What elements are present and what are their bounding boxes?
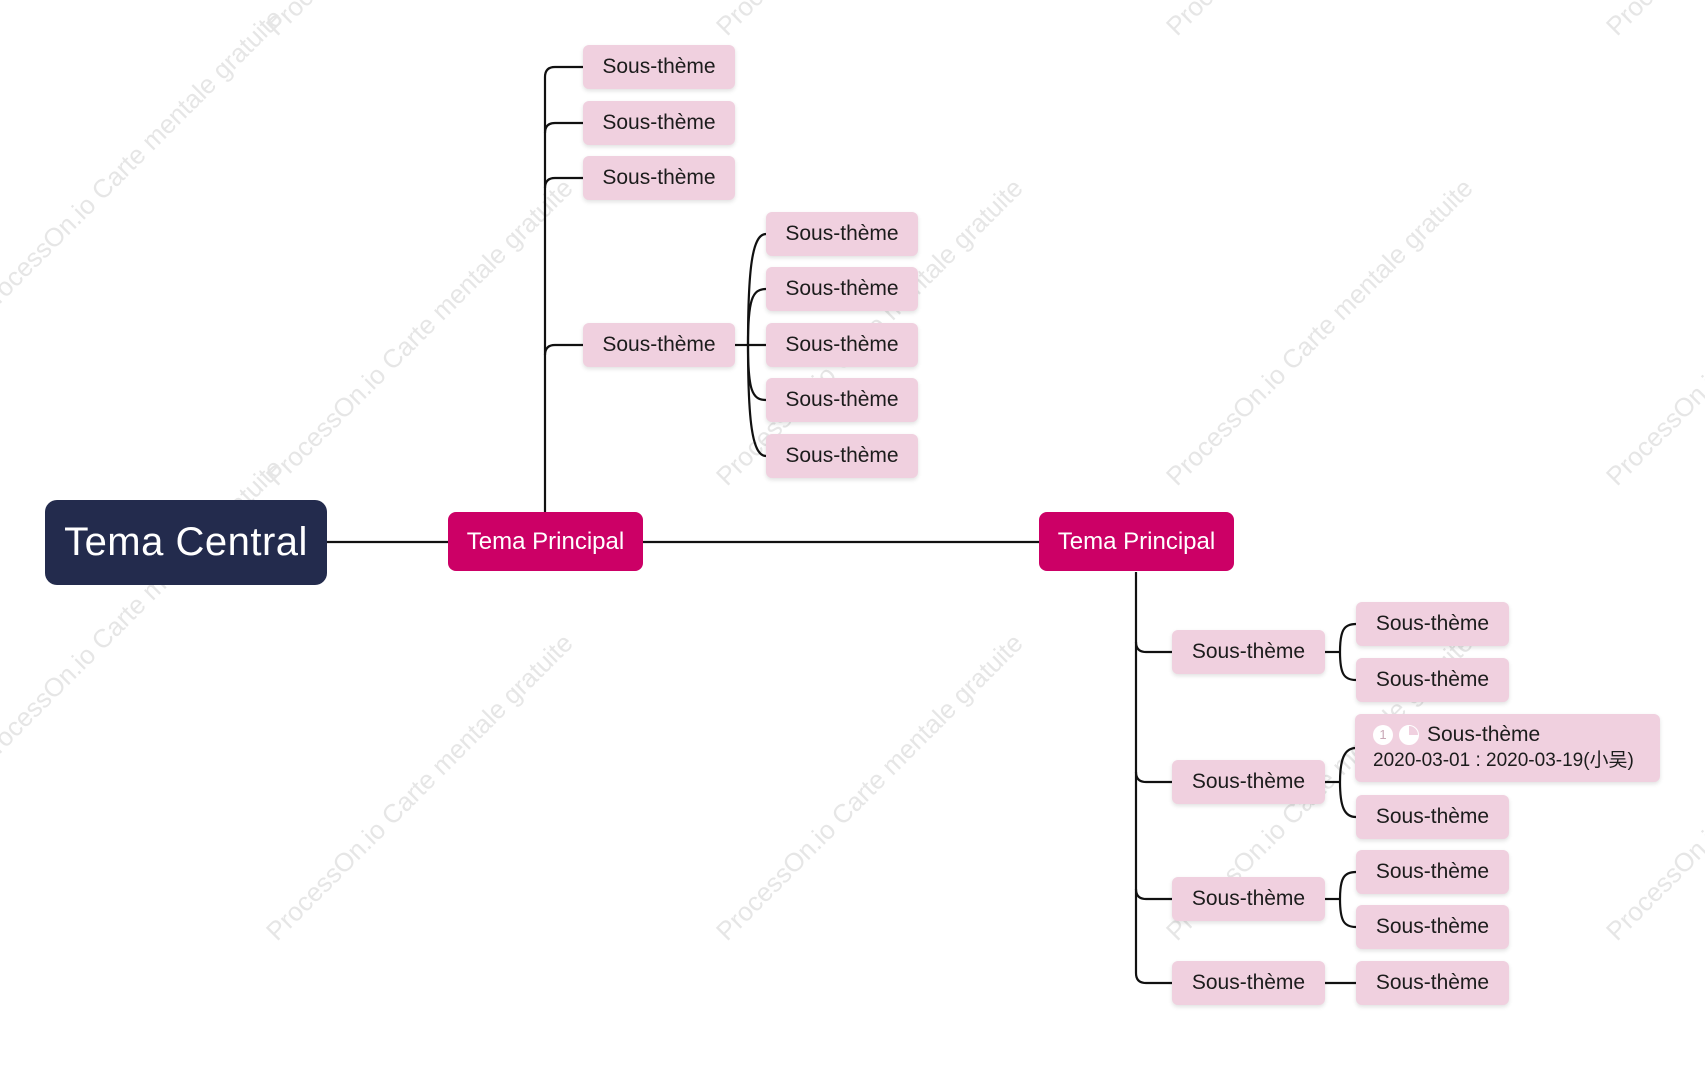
subtopic-child[interactable]: Sous-thème xyxy=(1356,850,1509,894)
main-topic-1[interactable]: Tema Principal xyxy=(448,512,643,571)
connector-main2-sub1 xyxy=(1134,641,1172,654)
task-header: 1 Sous-thème xyxy=(1373,722,1540,748)
subtopic[interactable]: Sous-thème xyxy=(1172,760,1325,804)
connector-main2-trunk xyxy=(1134,572,1172,985)
central-topic[interactable]: Tema Central xyxy=(45,500,327,585)
main-topic-2[interactable]: Tema Principal xyxy=(1039,512,1234,571)
subtopic[interactable]: Sous-thème xyxy=(583,323,735,367)
subtopic[interactable]: Sous-thème xyxy=(583,101,735,145)
connector-sub4-c5 xyxy=(746,344,767,458)
subtopic-child[interactable]: Sous-thème xyxy=(766,212,918,256)
connector-main1-trunk xyxy=(543,65,583,512)
priority-1-icon: 1 xyxy=(1373,725,1393,745)
connector-main1-sub3 xyxy=(543,176,583,189)
connector-main1-sub2 xyxy=(543,121,583,134)
connector-m2s1-c1 xyxy=(1338,622,1357,653)
connector-sub4-c4 xyxy=(746,344,767,402)
subtopic-child[interactable]: Sous-thème xyxy=(1356,658,1509,702)
subtopic[interactable]: Sous-thème xyxy=(1172,630,1325,674)
subtopic-child[interactable]: Sous-thème xyxy=(766,323,918,367)
subtopic[interactable]: Sous-thème xyxy=(583,45,735,89)
task-schedule: 2020-03-01 : 2020-03-19(小吴) xyxy=(1373,750,1634,771)
subtopic-child[interactable]: Sous-thème xyxy=(766,267,918,311)
connector-m2s1-c2 xyxy=(1338,651,1357,682)
connector-sub4-c2 xyxy=(746,287,767,346)
connector-m2s2-c2 xyxy=(1338,781,1357,819)
subtopic-child[interactable]: Sous-thème xyxy=(766,378,918,422)
subtopic[interactable]: Sous-thème xyxy=(1172,877,1325,921)
subtopic-child[interactable]: Sous-thème xyxy=(1356,602,1509,646)
connector-main2-sub2 xyxy=(1134,771,1172,784)
task-subtopic[interactable]: 1 Sous-thème 2020-03-01 : 2020-03-19(小吴) xyxy=(1355,714,1660,782)
task-label: Sous-thème xyxy=(1427,723,1541,746)
connector-main2-sub3 xyxy=(1134,888,1172,901)
subtopic-child[interactable]: Sous-thème xyxy=(1356,795,1509,839)
connector-m2s2-c1 xyxy=(1338,746,1357,783)
subtopic[interactable]: Sous-thème xyxy=(583,156,735,200)
subtopic-child[interactable]: Sous-thème xyxy=(766,434,918,478)
progress-25-icon xyxy=(1399,725,1419,745)
connector-main1-sub4 xyxy=(543,343,583,356)
subtopic-child[interactable]: Sous-thème xyxy=(1356,905,1509,949)
subtopic[interactable]: Sous-thème xyxy=(1172,961,1325,1005)
connector-m2s3-c2 xyxy=(1338,898,1357,929)
connector-m2s3-c1 xyxy=(1338,870,1357,900)
subtopic-child[interactable]: Sous-thème xyxy=(1356,961,1509,1005)
